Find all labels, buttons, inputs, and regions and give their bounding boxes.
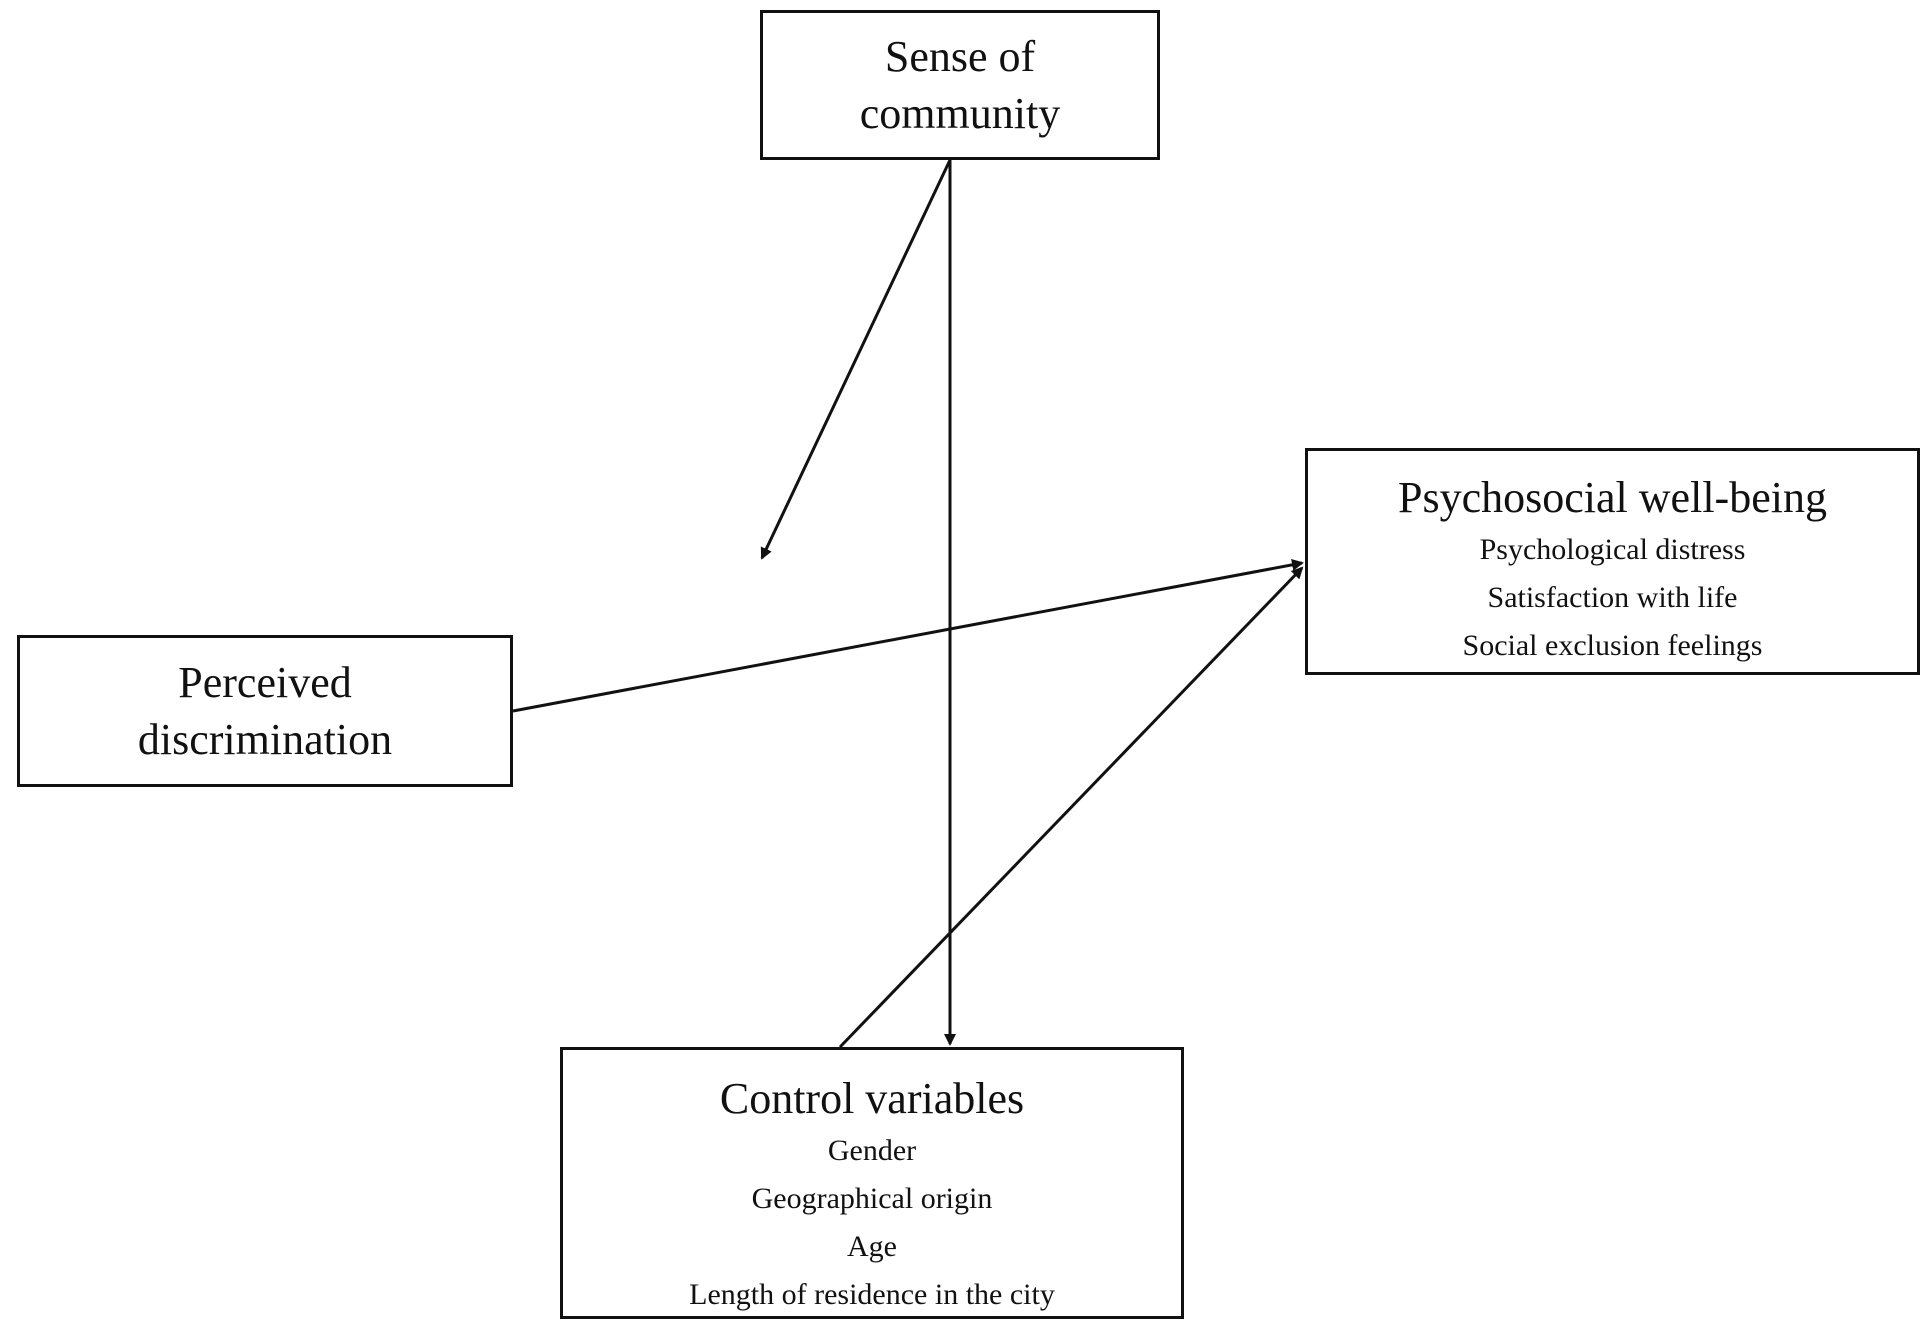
node-psychosocial-wellbeing: Psychosocial well-being Psychological di… xyxy=(1305,448,1920,675)
node-title: Control variables xyxy=(719,1074,1025,1123)
node-perceived-discrimination: Perceived discrimination xyxy=(17,635,513,787)
node-item-list: Gender Geographical origin Age Length of… xyxy=(689,1127,1055,1319)
edge-control-to-wellbeing xyxy=(838,566,1304,1049)
node-item: Age xyxy=(847,1230,897,1264)
node-title: Sense of community xyxy=(859,31,1061,138)
node-sense-of-community: Sense of community xyxy=(760,10,1160,160)
node-item: Social exclusion feelings xyxy=(1462,629,1763,663)
node-title: Psychosocial well-being xyxy=(1398,473,1827,522)
edge-discrimination-to-wellbeing xyxy=(512,558,1304,713)
node-item: Psychological distress xyxy=(1479,533,1746,567)
node-item-list: Psychological distress Satisfaction with… xyxy=(1463,526,1763,670)
node-item: Length of residence in the city xyxy=(689,1278,1055,1312)
node-title: Perceived discrimination xyxy=(137,657,393,764)
node-item: Gender xyxy=(827,1134,917,1168)
edge-moderation-arrow xyxy=(760,159,952,560)
node-control-variables: Control variables Gender Geographical or… xyxy=(560,1047,1184,1319)
node-item: Satisfaction with life xyxy=(1487,581,1738,615)
node-item: Geographical origin xyxy=(751,1182,993,1216)
